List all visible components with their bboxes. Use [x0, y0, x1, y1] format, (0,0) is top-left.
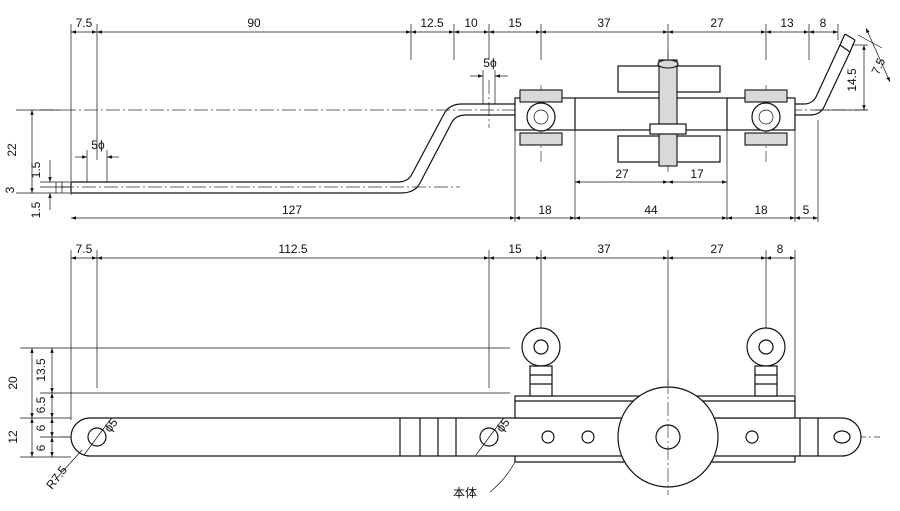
bottom-view-vertical-dims: 20 13.5 6.5 12 6 6	[6, 347, 510, 458]
dim-bottom-18-right: 18	[754, 203, 768, 217]
dim-top-15: 15	[508, 16, 522, 30]
dim-1-5-lower: 1.5	[29, 201, 43, 218]
bv-dim-20: 20	[6, 376, 20, 390]
bv-dim-37: 37	[597, 242, 611, 256]
hole-5-label: 5ϕ	[91, 138, 105, 152]
pulley-top	[617, 59, 721, 167]
bv-dim-6-5: 6.5	[34, 396, 48, 413]
bv-dim-15: 15	[508, 242, 522, 256]
bv-dim-6-upper: 6	[34, 424, 48, 431]
dim-inner-17: 17	[690, 167, 704, 181]
bottom-view: 7.5 112.5 15 37 27 8 20 13.5 6.5 12 6 6	[6, 242, 880, 500]
dim-5: 5	[803, 203, 810, 217]
bv-dim-27: 27	[710, 242, 724, 256]
bv-dim-7-5: 7.5	[76, 242, 93, 256]
dim-22: 22	[5, 143, 19, 157]
dim-top-8: 8	[820, 16, 827, 30]
dim-top-90: 90	[247, 16, 261, 30]
dim-top-7-5: 7.5	[76, 16, 93, 30]
dim-top-10: 10	[464, 16, 478, 30]
dim-44: 44	[644, 203, 658, 217]
dim-14-5: 14.5	[845, 68, 859, 92]
pulley-bottom	[617, 380, 719, 495]
dim-top-12-5: 12.5	[420, 16, 444, 30]
hole-dim-left: 5ϕ	[75, 138, 119, 182]
bottom-view-dimension-row: 7.5 112.5 15 37 27 8	[70, 242, 796, 420]
dim-inner-27: 27	[615, 167, 629, 181]
body-label: 本体	[453, 486, 477, 500]
inner-dims: 27 17	[574, 130, 728, 220]
bv-dim-112-5: 112.5	[278, 242, 307, 256]
left-vertical-dims: 22 1.5 3 1.5	[3, 109, 70, 218]
dim-top-13: 13	[780, 16, 794, 30]
hole-5-label-right: 5ϕ	[483, 56, 497, 70]
dim-127: 127	[282, 203, 302, 217]
bv-dim-8: 8	[777, 242, 784, 256]
dim-bottom-18-left: 18	[538, 203, 552, 217]
lever-bar	[70, 33, 856, 194]
top-extension-lines	[70, 24, 839, 195]
roller-right-top	[744, 89, 788, 146]
bv-dim-6-lower: 6	[34, 444, 48, 451]
dim-3: 3	[3, 186, 17, 193]
top-dimension-row: 7.5 90 12.5 10 15 37 27 13 8	[71, 16, 838, 34]
right-dims: 14.5 7.5	[815, 27, 891, 111]
dim-top-37: 37	[597, 16, 611, 30]
roller-left-bottom	[521, 327, 561, 397]
bv-dim-13-5: 13.5	[34, 358, 48, 382]
hole-dim-right: 5ϕ	[470, 56, 508, 104]
dim-1-5-upper: 1.5	[29, 161, 43, 178]
dim-7-5-right: 7.5	[869, 55, 889, 76]
roller-right-bottom	[746, 327, 786, 397]
dim-top-27: 27	[710, 16, 724, 30]
body-plate-top	[514, 97, 796, 131]
bottom-dims-row: 127 18 44 18 5	[71, 120, 819, 222]
roller-left-top	[519, 89, 563, 146]
top-view: 7.5 90 12.5 10 15 37 27 13 8	[3, 16, 891, 222]
bv-dim-12: 12	[6, 430, 20, 444]
lever-bar-bottom	[70, 417, 862, 457]
